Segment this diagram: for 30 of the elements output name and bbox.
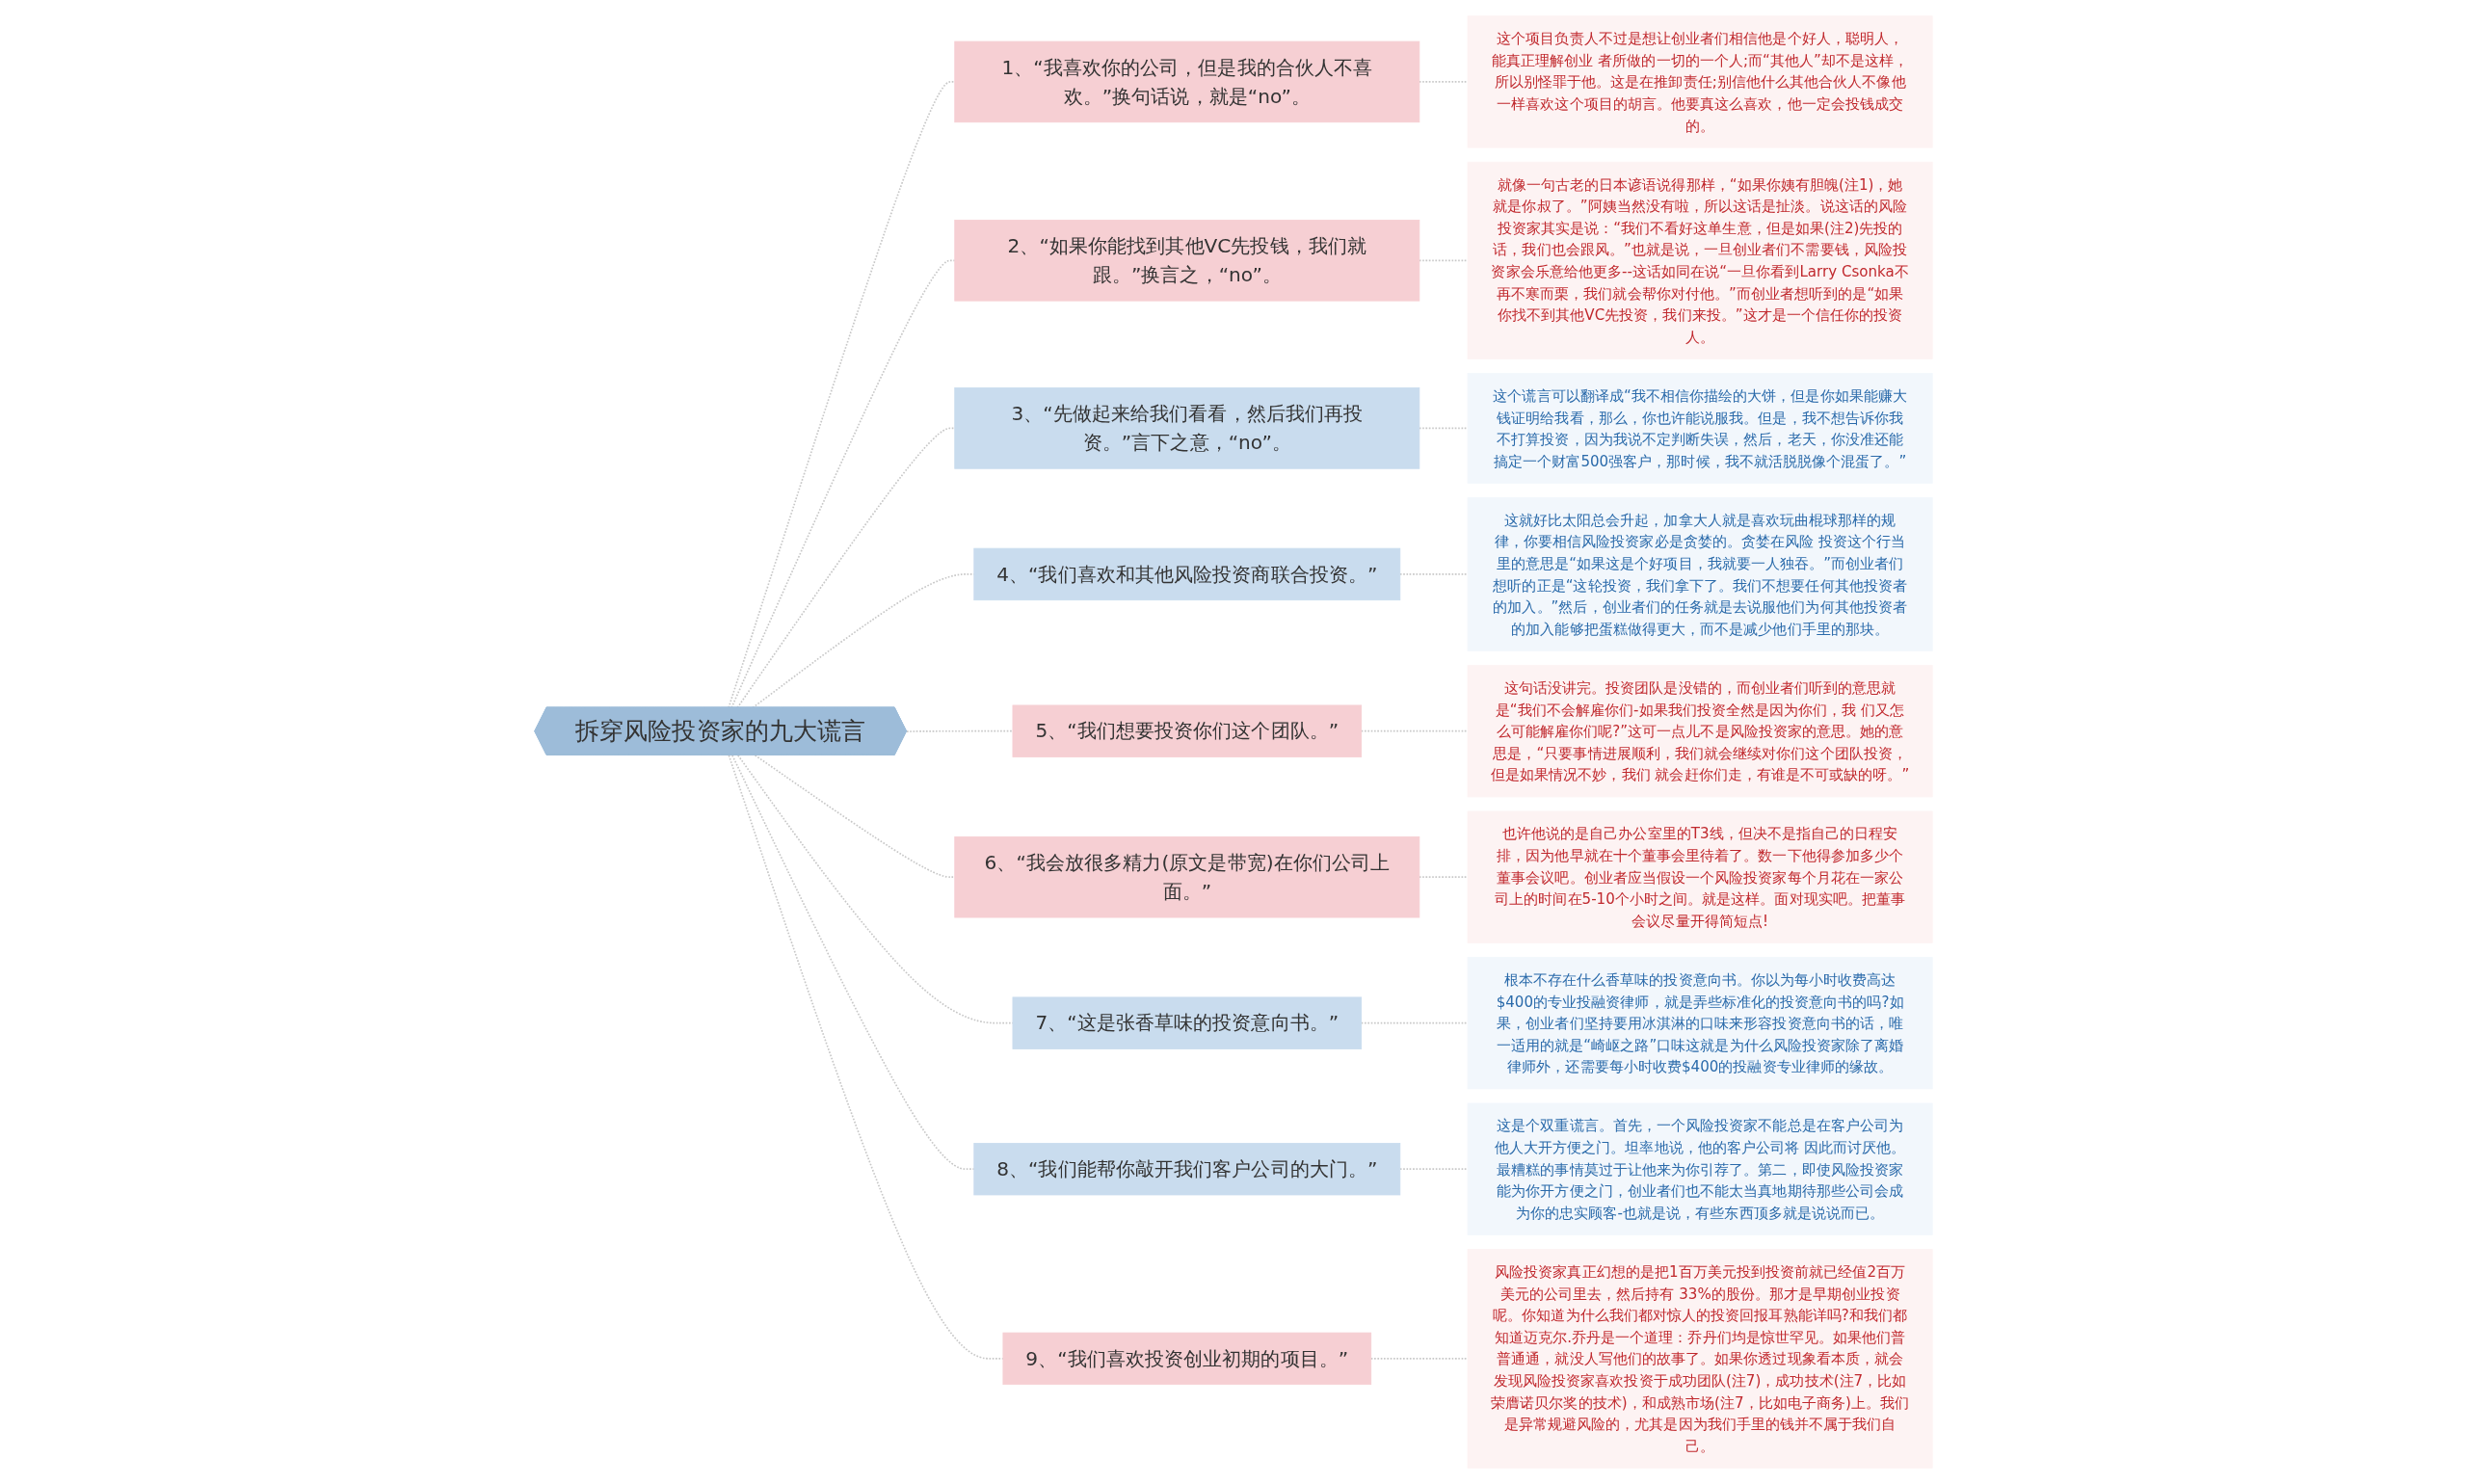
node-box: 7、“这是张香草味的投资意向书。” <box>1012 996 1363 1049</box>
node-box: 9、“我们喜欢投资创业初期的项目。” <box>1002 1332 1372 1386</box>
node-box: 这个谎言可以翻译成“我不相信你描绘的大饼，但是你如果能赚大钱证明给我看，那么，你也许能说服我。但是，我不想告诉你我不打算投资，因为我说不定判断失误，然后，老天，你没准还能搞定一个财富500强客户，那时候，我不就活脱脱像个混蛋了。” <box>1467 373 1933 484</box>
node-box: 1、“我喜欢你的公司，但是我的合伙人不喜欢。”换句话说，就是“no”。 <box>954 40 1420 123</box>
node-box: 2、“如果你能找到其他VC先投钱，我们就跟。”换言之，“no”。 <box>954 220 1420 302</box>
connector <box>1419 876 1469 879</box>
node-box: 风险投资家真正幻想的是把1百万美元投到投资前就已经值2百万美元的公司里去，然后持有 33%的股份。那才是早期创业投资呢。你知道为什么我们都对惊人的投资回报耳熟能详吗?和我们都知道迈克尔.乔丹是一个道理：乔丹们均是惊世罕见。如果他们普普通通，就没人写他们的故事了。如果你透过现象看本质，就会发现风险投资家喜欢投资于成功团队(注7)，成功技术(注7，比如荣膺诺贝尔奖的技术)，和成熟市场(注7，比如电子商务)上。我们是异常规避风险的，尤其是因为我们手里的钱并不属于我们自己。 <box>1467 1249 1933 1469</box>
node-box: 3、“先做起来给我们看看，然后我们再投资。”言下之意，“no”。 <box>954 387 1420 469</box>
node-box: 8、“我们能帮你敲开我们客户公司的大门。” <box>973 1143 1401 1196</box>
connector <box>1369 1358 1469 1360</box>
connector <box>906 729 1014 732</box>
connector <box>1419 427 1469 430</box>
connector <box>1399 1168 1469 1171</box>
node-box: 也许他说的是自己办公室里的T3线，但决不是指自己的日程安排，因为他早就在十个董事会里待着了。数一下他得参加多少个董事会议吧。创业者应当假设一个风险投资家每个月花在一家公司上的时间在5-10个小时之间。就是这样。面对现实吧。把董事会议尽量开得简短点! <box>1467 810 1933 943</box>
node-box: 6、“我会放很多精力(原文是带宽)在你们公司上面。” <box>954 835 1420 918</box>
connector <box>737 754 1014 1024</box>
connector <box>1399 573 1469 575</box>
connector <box>1419 259 1469 262</box>
node-box: 4、“我们喜欢和其他风险投资商联合投资。” <box>973 547 1401 601</box>
node-box: 这是个双重谎言。首先，一个风险投资家不能总是在客户公司为他人大开方便之门。坦率地说，他的客户公司将 因此而讨厌他。最糟糕的事情莫过于让他来为你引荐了。第二，即使风险投资家能为你开方便之门，创业者们也不能太当真地期待那些公司会成为你的忠实顾客-也就是说，有些东西顶多就是说说而已。 <box>1467 1102 1933 1235</box>
connector <box>1360 729 1469 732</box>
node-box: 这句话没讲完。投资团队是没错的，而创业者们听到的意思就是“我们不会解雇你们-如果我们投资全然是因为你们，我 们又怎么可能解雇你们呢?”这可一点儿不是风险投资家的意思。她的意思是，“只要事情进展顺利，我们就会继续对你们这个团队投资，但是如果情况不妙，我们 就会赶你们走，有谁是不可或缺的呀。” <box>1467 665 1933 798</box>
node-box: 这个项目负责人不过是想让创业者们相信他是个好人，聪明人，能真正理解创业 者所做的一切的一个人;而“其他人”却不是这样，所以别怪罪于他。这是在推卸责任;别信他什么其他合伙人不像他一样喜欢这个项目的胡言。他要真这么喜欢，他一定会投钱成交的。 <box>1467 15 1933 148</box>
node-box: 就像一句古老的日本谚语说得那样，“如果你姨有胆魄(注1)，她就是你叔了。”阿姨当然没有啦，所以这话是扯淡。说这话的风险投资家其实是说：“我们不看好这单生意，但是如果(注2)先投的话，我们也会跟风。”也就是说，一旦创业者们不需要钱，风险投资家会乐意给他更多--这话如同在说“一旦你看到Larry Csonka不再不寒而栗，我们就会帮你对付他。”而创业者想听到的是“如果你找不到其他VC先投资，我们来投。”这才是一个信任你的投资人。 <box>1467 161 1933 359</box>
connector <box>754 754 956 879</box>
connector <box>1360 1021 1469 1024</box>
node-box: 这就好比太阳总会升起，加拿大人就是喜欢玩曲棍球那样的规律，你要相信风险投资家必是贪婪的。贪婪在风险 投资这个行当里的意思是“如果这是个好项目，我就要一人独吞。”而创业者们想听的正是“这轮投资，我们拿下了。我们不想要任何其他投资者的加入。”然后，创业者们的任务就是去说服他们为何其他投资者的加入能够把蛋糕做得更大，而不是减少他们手里的那块。 <box>1467 496 1933 651</box>
connector <box>1419 81 1469 83</box>
node-box: 根本不存在什么香草味的投资意向书。你以为每小时收费高达$400的专业投融资律师，就是弄些标准化的投资意向书的吗?如果，创业者们坚持要用冰淇淋的口味来形容投资意向书的话，唯一适用的就是“崎岖之路”口味这就是为什么风险投资家除了离婚律师外，还需要每小时收费$400的投融资专业律师的缘故。 <box>1467 957 1933 1090</box>
node-box: 5、“我们想要投资你们这个团队。” <box>1012 704 1363 757</box>
